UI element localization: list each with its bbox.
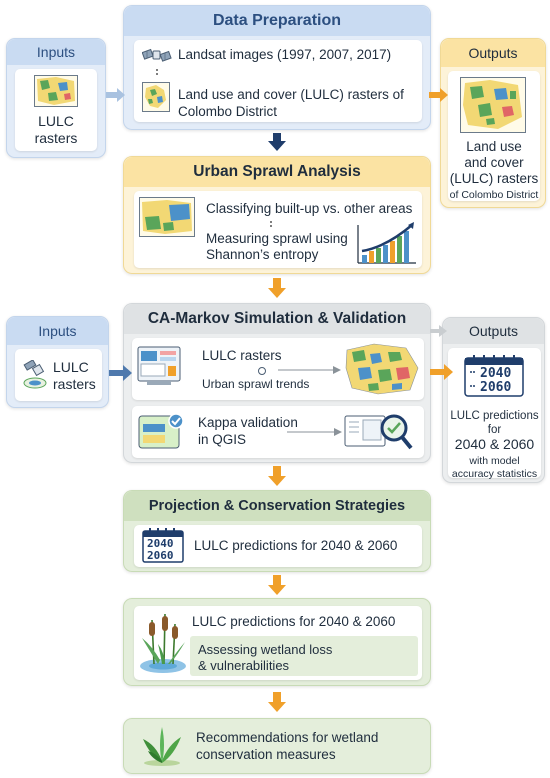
projection-title: Projection & Conservation Strategies	[124, 491, 430, 521]
projection-calendar-icon	[142, 528, 184, 564]
kappa-validation-content: Kappa validation in QGIS	[132, 406, 424, 458]
dashboard-icon	[137, 346, 181, 386]
connector-node-icon	[257, 366, 267, 376]
outputs-mid-year1: 2040	[480, 366, 512, 381]
connector-dots-2	[269, 220, 273, 230]
lulc-rasters-colombo-line1: Land use and cover (LULC) rasters of	[178, 87, 404, 102]
outputs-mid-year2: 2060	[480, 380, 512, 395]
inputs-mid-label-line1: LULC	[53, 359, 89, 375]
outputs-top-content: Land use and cover (LULC) rasters of Col…	[448, 71, 540, 201]
projection-year1: 2040	[147, 537, 174, 550]
inputs-mid-panel: Inputs LULC rasters	[6, 316, 109, 408]
lulc-map-icon	[34, 75, 78, 107]
inputs-top-label-line2: rasters	[34, 130, 78, 146]
wetland-loss-line2: & vulnerabilities	[198, 658, 290, 673]
urban-sprawl-content: Classifying built-up vs. other areas Mea…	[134, 191, 422, 268]
wetland-lulc-predictions-label: LULC predictions for 2040 & 2060	[192, 614, 396, 629]
down-arrow-2	[268, 278, 286, 298]
projection-year2: 2060	[147, 549, 174, 562]
inputs-mid-title: Inputs	[7, 317, 108, 345]
recommendations-line1: Recommendations for wetland	[196, 730, 379, 745]
outputs-top-title: Outputs	[441, 39, 545, 67]
validation-screen-icon	[138, 412, 186, 452]
outputs-mid-panel: Outputs 2040 2060 LULC predictions for 2…	[442, 317, 545, 483]
outputs-mid-line2: for	[487, 424, 502, 436]
data-preparation-content: Landsat images (1997, 2007, 2017) Land u…	[134, 40, 422, 122]
ca-markov-to-outputs-gray-arrow	[430, 325, 448, 337]
inputs-mid-content: LULC rasters	[15, 349, 102, 401]
connector-dots	[155, 68, 159, 78]
down-arrow-4	[268, 575, 286, 595]
projection-content: 2040 2060 LULC predictions for 2040 & 20…	[134, 525, 422, 567]
outputs-mid-title: Outputs	[443, 318, 544, 344]
built-up-map-icon	[139, 197, 195, 237]
ca-markov-lulc-rasters-label: LULC rasters	[202, 348, 282, 363]
wetland-loss-band	[190, 636, 418, 676]
down-arrow-5	[268, 692, 286, 712]
outputs-mid-line1: LULC predictions	[450, 410, 539, 422]
data-preparation-to-outputs-arrow	[429, 88, 449, 102]
ca-markov-sprawl-trends-label: Urban sprawl trends	[202, 377, 310, 391]
inputs-top-panel: Inputs LULC rasters	[6, 38, 106, 158]
data-preparation-panel: Data Preparation Landsat images (1997, 2…	[123, 5, 431, 130]
kappa-connector-arrow	[287, 426, 343, 438]
outputs-mid-line4: with model	[469, 455, 520, 467]
calendar-icon	[464, 354, 524, 398]
wetland-loss-line1: Assessing wetland loss	[198, 642, 333, 657]
ca-markov-to-outputs-arrow	[430, 364, 454, 380]
data-preparation-title: Data Preparation	[124, 6, 430, 36]
classifying-built-up-label: Classifying built-up vs. other areas	[206, 201, 413, 216]
inputs-to-data-preparation-arrow	[106, 88, 126, 102]
lulc-output-map-icon	[460, 77, 526, 133]
wetland-content: LULC predictions for 2040 & 2060 Assessi…	[134, 606, 422, 680]
down-arrow-1	[268, 133, 286, 151]
recommendations-panel: Recommendations for wetland conservation…	[123, 718, 431, 774]
simulated-lulc-map-icon	[344, 342, 420, 396]
plant-icon	[140, 725, 184, 767]
inputs-top-label-line1: LULC	[38, 113, 74, 129]
bar-chart-trend-icon	[356, 221, 418, 265]
kappa-validation-line1: Kappa validation	[198, 415, 298, 430]
outputs-top-line2: and cover	[464, 155, 524, 170]
urban-sprawl-title: Urban Sprawl Analysis	[124, 157, 430, 187]
outputs-top-line4: of Colombo District	[449, 189, 539, 201]
down-arrow-3	[268, 466, 286, 486]
projection-panel: Projection & Conservation Strategies 204…	[123, 490, 431, 572]
inputs-to-ca-markov-arrow	[109, 365, 133, 381]
outputs-mid-line3: 2040 & 2060	[454, 436, 535, 452]
wetland-panel: LULC predictions for 2040 & 2060 Assessi…	[123, 598, 431, 686]
satellite-dish-icon	[22, 360, 50, 390]
measuring-sprawl-line2: Shannon’s entropy	[206, 247, 319, 262]
magnifier-chart-icon	[344, 410, 414, 454]
lulc-map-thumbnail-icon	[142, 82, 170, 112]
outputs-top-line1: Land use	[466, 139, 522, 154]
cattail-wetland-icon	[138, 608, 188, 676]
measuring-sprawl-line1: Measuring sprawl using	[206, 231, 348, 246]
recommendations-line2: conservation measures	[196, 747, 336, 762]
projection-item-label: LULC predictions for 2040 & 2060	[194, 538, 398, 553]
inputs-top-title: Inputs	[7, 39, 105, 65]
outputs-mid-line5: accuracy statistics	[451, 468, 538, 480]
simulation-connector-arrow	[278, 364, 342, 376]
outputs-top-line3: (LULC) rasters	[449, 171, 539, 186]
landsat-images-label: Landsat images (1997, 2007, 2017)	[178, 47, 392, 62]
inputs-mid-label-line2: rasters	[53, 376, 96, 392]
kappa-validation-line2: in QGIS	[198, 432, 247, 447]
inputs-top-content: LULC rasters	[15, 69, 97, 151]
satellite-icon	[142, 45, 172, 67]
ca-markov-simulation-content: LULC rasters Urban sprawl trends	[132, 338, 424, 400]
ca-markov-title: CA-Markov Simulation & Validation	[124, 304, 430, 334]
outputs-top-panel: Outputs Land use and cover (LULC) raster…	[440, 38, 546, 208]
outputs-mid-content: 2040 2060 LULC predictions for 2040 & 20…	[448, 348, 541, 480]
lulc-rasters-colombo-line2: Colombo District	[178, 104, 278, 119]
urban-sprawl-panel: Urban Sprawl Analysis Classifying built-…	[123, 156, 431, 274]
ca-markov-panel: CA-Markov Simulation & Validation LULC r…	[123, 303, 431, 463]
